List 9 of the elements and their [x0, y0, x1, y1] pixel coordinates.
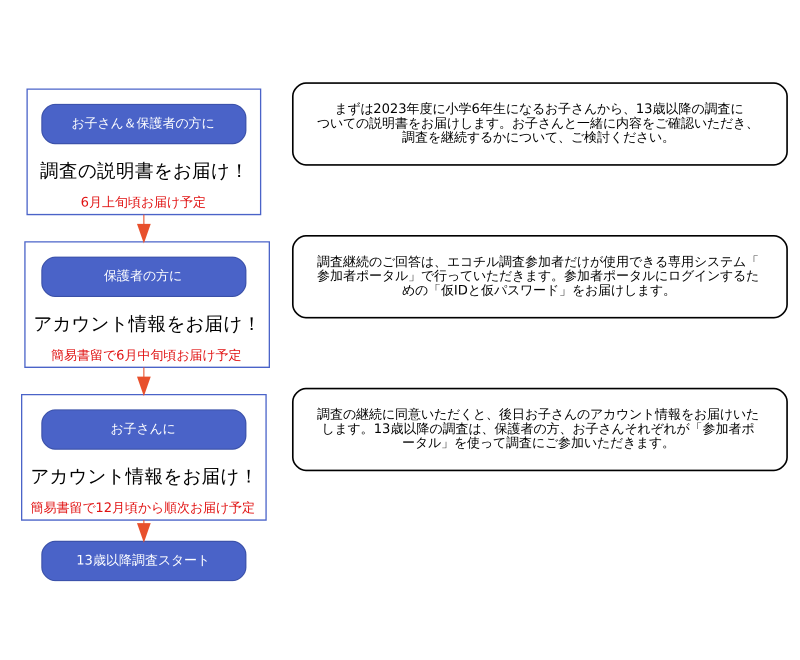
- node-box: 13歳以降調査スタート: [41, 540, 246, 581]
- node-box: まずは2023年度に小学6年生になるお子さんから、13歳以降の調査についての説明書をお届けします。お子さんと一緒に内容をご確認いただき、調査を継続するかについて、ご検討ください。: [292, 82, 788, 166]
- node-box: 調査継続のご回答は、エコチル調査参加者だけが使用できる専用システム「参加者ポータル」で行っていただきます。参加者ポータルにログインするための「仮IDと仮パスワード」をお届けします。: [292, 234, 788, 318]
- arrow: [136, 366, 151, 396]
- node-box: お子さんに: [41, 408, 246, 450]
- node-box: 保護者の方に: [41, 256, 246, 296]
- arrow: [136, 214, 151, 243]
- node-box: 調査の継続に同意いただくと、後日お子さんのアカウント情報をお届けいたします。13歳以降の調査は、保護者の方、お子さんそれぞれが「参加者ポータル」を使って調査にご参加いただきます。: [292, 387, 788, 471]
- node-box: お子さん＆保護者の方に: [41, 103, 246, 144]
